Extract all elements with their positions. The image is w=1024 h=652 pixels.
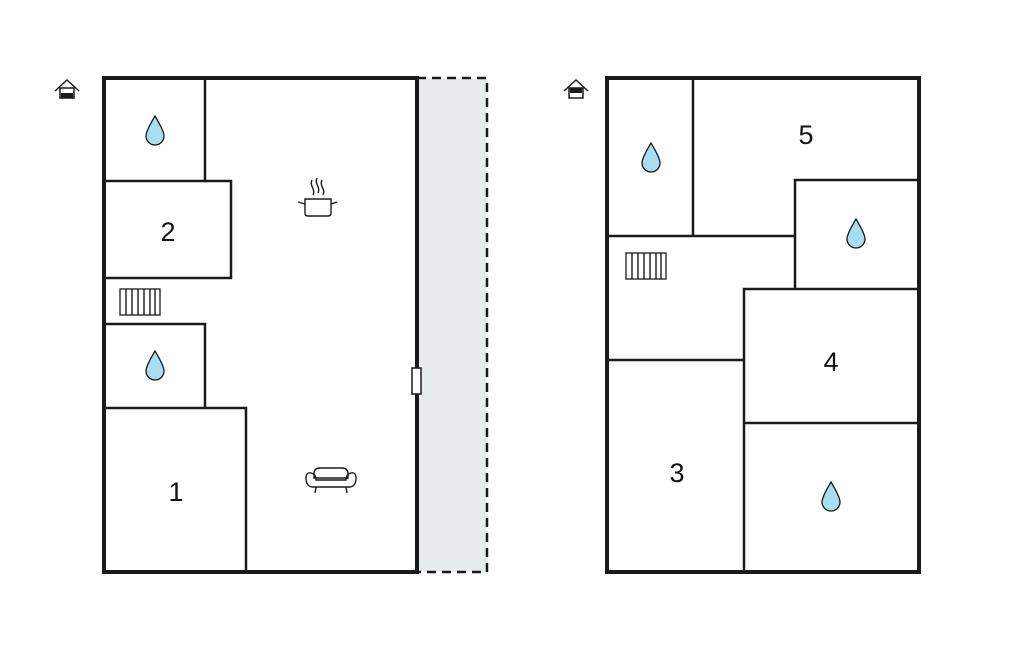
water-drop-icon [145, 114, 165, 146]
water-drop-icon [641, 141, 661, 173]
water-drop-icon [821, 480, 841, 512]
cooking-pot-icon [297, 177, 338, 217]
radiator-icon [119, 288, 161, 316]
room-label-2: 2 [160, 217, 175, 247]
house-icon [54, 79, 80, 99]
water-drop-icon [145, 349, 165, 381]
room-label-4: 4 [823, 347, 838, 377]
room-2-wall [104, 179, 233, 280]
room-4-wall [742, 287, 919, 572]
bathroom-mid-left-wall [104, 322, 207, 408]
room-label-5: 5 [798, 120, 813, 150]
water-drop-icon [846, 217, 866, 249]
radiator-icon [625, 252, 667, 280]
floor-plan-ground: 2 1 [102, 76, 489, 574]
bathroom-upper-right-wall [793, 178, 919, 289]
house-icon [563, 79, 589, 99]
room-label-1: 1 [168, 477, 183, 507]
floor-plan-upper: 5 4 3 [605, 76, 921, 574]
upper-floor-outer-wall [605, 76, 921, 574]
sofa-icon [305, 467, 357, 494]
room-1-wall [104, 406, 248, 572]
room-label-3: 3 [669, 458, 684, 488]
door-icon [411, 367, 422, 395]
terrace-area [415, 76, 489, 574]
